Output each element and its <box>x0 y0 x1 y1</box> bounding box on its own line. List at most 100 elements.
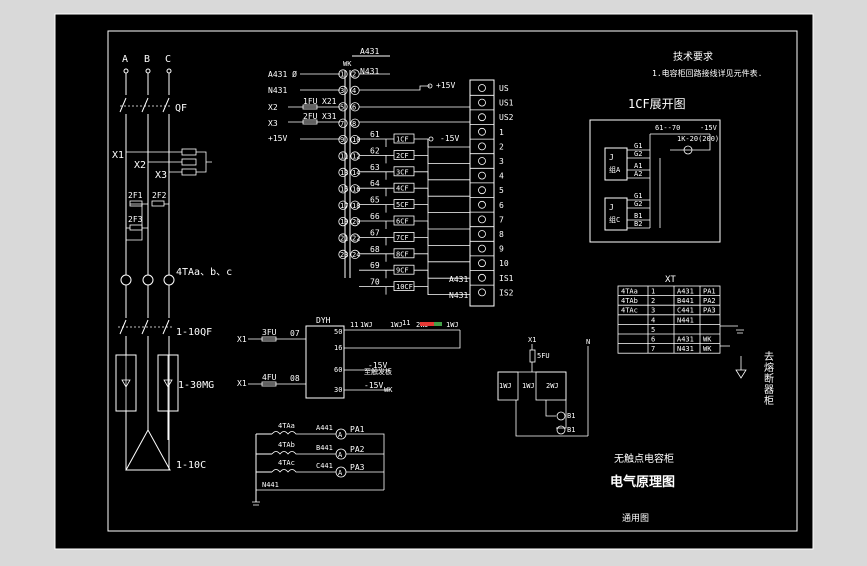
terminal-label-23: 23 <box>340 251 348 259</box>
minus15v-label: -15V <box>440 134 459 143</box>
svg-text:A: A <box>338 431 343 439</box>
ct-4tac: 4TAc <box>278 459 295 467</box>
rt-label-7: 7 <box>499 215 504 224</box>
input-x2: X2 <box>268 103 278 112</box>
fuse-2f2-label: 2F2 <box>152 191 167 200</box>
svg-text:G1: G1 <box>634 142 642 150</box>
relay-1CF <box>393 133 415 144</box>
terminal-label-7: 7 <box>340 120 344 128</box>
terminal-label-17: 17 <box>340 202 348 210</box>
terminal-label-16: 16 <box>352 185 360 193</box>
dyh-pin-30: 30 <box>334 386 342 394</box>
qf-group-label: 1-10QF <box>176 327 212 338</box>
rt-label-6: 6 <box>499 201 504 210</box>
svg-text:A: A <box>338 469 343 477</box>
svg-text:组C: 组C <box>609 215 620 224</box>
cf-diagram-title: 1CF展开图 <box>628 97 686 111</box>
dyh-circuit: DYH X1 X1 3FU 4FU 07 08 50 16 60 30 11 1… <box>237 316 461 399</box>
relay-label-2CF: 2CF <box>396 152 409 160</box>
drawing-sheet <box>54 13 814 550</box>
terminal-12 <box>350 151 360 161</box>
wire-n441: N441 <box>262 481 279 489</box>
wire-a441: A441 <box>316 424 333 432</box>
phase-a-label: A <box>122 54 128 65</box>
rt-label-US: US <box>499 84 509 93</box>
terminal-label-21: 21 <box>340 235 348 243</box>
drawing-frame <box>107 30 798 532</box>
xt-cell-1-0: 4TAb <box>621 297 638 305</box>
fuse-1fu-label: 1FU <box>303 97 318 106</box>
relay-label-5CF: 5CF <box>396 201 409 209</box>
sc-x1: X1 <box>528 336 536 344</box>
xt-cell-5-1: 6 <box>651 336 655 344</box>
dyh-pin-16: 16 <box>334 344 342 352</box>
relay-label-10CF: 10CF <box>396 283 413 291</box>
dyh-pin-60: 60 <box>334 366 342 374</box>
xt-cell-5-3: WK <box>703 336 712 344</box>
xt-cell-2-3: PA3 <box>703 307 716 315</box>
terminal-20 <box>350 217 360 227</box>
rt-label-US2: US2 <box>499 113 514 122</box>
svg-text:组A: 组A <box>609 165 621 174</box>
xt-cell-1-1: 2 <box>651 297 655 305</box>
relay-label-3CF: 3CF <box>396 168 409 176</box>
relay-label-6CF: 6CF <box>396 218 409 226</box>
dyh-x1-b: X1 <box>237 379 247 388</box>
relay-label-7CF: 7CF <box>396 234 409 242</box>
rt-terminal-IS2 <box>478 288 486 297</box>
xt-cell-6-3: WK <box>703 345 712 353</box>
dyh-minus15: -15V <box>368 361 387 370</box>
svg-text:B1: B1 <box>634 212 642 220</box>
dyh-minus15b: -15V <box>364 381 383 390</box>
rt-label-9: 9 <box>499 245 504 254</box>
relay-wire-67: 67 <box>370 228 380 237</box>
rt-label-2: 2 <box>499 142 504 151</box>
terminal-label-19: 19 <box>340 218 348 226</box>
meter-pa3: PA3 <box>350 463 365 472</box>
fuse-2f1-label: 2F1 <box>128 191 143 200</box>
wk-label: WK <box>343 60 352 68</box>
relay-4CF <box>393 182 415 193</box>
relay-label-8CF: 8CF <box>396 250 409 258</box>
wire-08: 08 <box>290 374 300 383</box>
dyh-tag-6: 1WJ <box>446 321 459 329</box>
cf-expansion-diagram: 1CF展开图 61--70 -15V 1K-20(200) J组A J组C G1… <box>589 97 721 243</box>
sc-2wj: 2WJ <box>546 382 559 390</box>
rt-label-5: 5 <box>499 186 504 195</box>
dyh-pin-50: 50 <box>334 328 342 336</box>
svg-text:J: J <box>609 153 614 162</box>
relay-label-1CF: 1CF <box>396 136 409 144</box>
dyh-tag-3: 1WJ <box>390 321 403 329</box>
ct-4taa: 4TAa <box>278 422 295 430</box>
title-sheet-type: 通用图 <box>622 513 649 524</box>
terminal-22 <box>350 233 360 243</box>
rt-terminal-9 <box>478 244 486 253</box>
xt-side-note: 去熔断器柜 <box>764 351 774 407</box>
terminal-label-5: 5 <box>340 103 344 111</box>
svg-text:G1: G1 <box>634 192 642 200</box>
input-a431: A431 Ø <box>268 69 297 79</box>
meter-pa1: PA1 <box>350 425 365 434</box>
xt-cell-2-0: 4TAc <box>621 307 638 315</box>
relay-wire-65: 65 <box>370 196 380 205</box>
phase-c-label: C <box>165 54 171 65</box>
dyh-wk: WK <box>384 386 393 394</box>
rt-terminal-3 <box>478 157 486 165</box>
relay-wire-70: 70 <box>370 278 380 287</box>
terminal-label-12: 12 <box>352 153 360 161</box>
terminal-label-4: 4 <box>352 87 356 95</box>
qf-label: QF <box>175 103 187 114</box>
terminal-label-22: 22 <box>352 235 360 243</box>
relay-10CF <box>393 281 415 292</box>
rt-label-8: 8 <box>499 230 504 239</box>
main-power-circuit: A B C QF X1 X2 X3 2F1 2F2 2F3 4TAa、b、c 1… <box>112 54 232 471</box>
terminal-13 <box>338 167 348 177</box>
rt-terminal-5 <box>478 186 486 195</box>
rt-label-IS1: IS1 <box>499 274 514 283</box>
xt-cell-4-1: 5 <box>651 326 655 334</box>
svg-text:G2: G2 <box>634 200 642 208</box>
relay-wire-63: 63 <box>370 163 380 172</box>
terminal-9 <box>338 135 348 145</box>
rt-terminal-US <box>478 84 486 92</box>
rt-terminal-2 <box>478 142 486 151</box>
